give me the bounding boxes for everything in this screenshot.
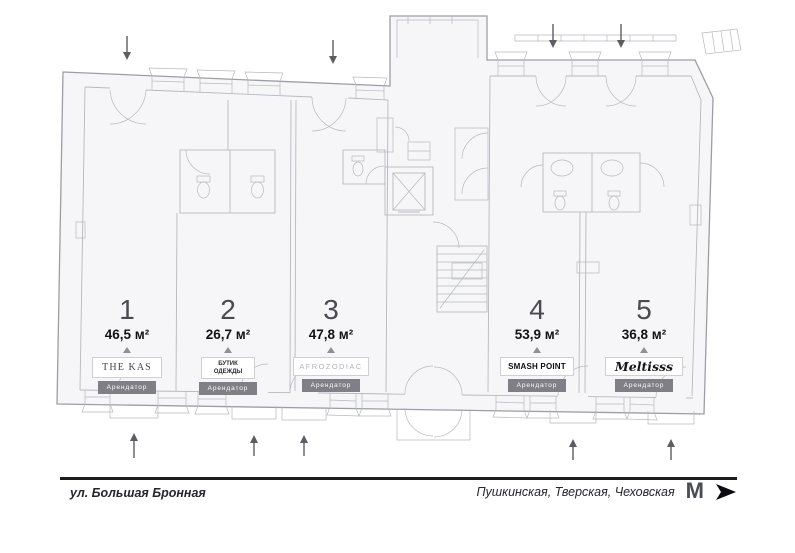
tenant-card[interactable]: SMASH POINT: [500, 357, 574, 376]
street-name: ул. Большая Бронная: [70, 486, 206, 500]
entrance-arrow-down: [329, 40, 337, 64]
tenant-badge: Арендатор: [507, 379, 567, 392]
unit-area: 53,9 м²: [514, 327, 560, 342]
unit-pointer-icon: [224, 347, 232, 353]
tenant-badge: Арендатор: [198, 382, 258, 396]
footer-divider: [60, 477, 737, 480]
unit-pointer-icon: [640, 347, 648, 353]
tenant-card[interactable]: AFROZODIAC: [293, 357, 369, 376]
entrance-arrow-up: [569, 439, 577, 460]
unit-number: 3: [323, 294, 339, 325]
entrance-arrow-down: [549, 24, 557, 48]
unit-number: 2: [220, 294, 236, 325]
metro-info: Пушкинская, Тверская, Чеховская М: [476, 477, 738, 503]
unit-hotspot-5[interactable]: 5 36,8 м² Meltisss Арендатор: [583, 295, 705, 392]
nav-arrow-icon[interactable]: [715, 482, 737, 502]
metro-icon: М: [685, 477, 704, 503]
exterior-stair: [701, 28, 742, 55]
unit-number: 4: [529, 294, 545, 325]
floor-plan-canvas: [56, 15, 742, 460]
unit-pointer-icon: [327, 347, 335, 353]
unit-hotspot-4[interactable]: 4 53,9 м² SMASH POINT Арендатор: [476, 295, 598, 392]
entrance-arrow-up: [130, 433, 138, 458]
entrance-arrow-down: [617, 24, 625, 48]
elevator-shaft: [384, 166, 434, 216]
unit-hotspot-1[interactable]: 1 46,5 м² THE KAS Арендатор: [66, 295, 188, 394]
unit-number: 5: [636, 294, 652, 325]
unit-area: 26,7 м²: [205, 327, 251, 342]
tenant-badge: Арендатор: [301, 379, 361, 392]
interior-walls: [75, 75, 702, 394]
unit-hotspot-2[interactable]: 2 26,7 м² БУТИК ОДЕЖДЫ Арендатор: [167, 294, 289, 396]
tenant-badge: Арендатор: [97, 381, 157, 394]
unit-pointer-icon: [533, 347, 541, 353]
entrance-arrow-down: [123, 36, 131, 60]
tenant-card[interactable]: THE KAS: [92, 357, 162, 378]
entrance-arrows: [123, 24, 675, 460]
staircase: [436, 245, 488, 313]
entrance-arrow-up: [250, 435, 258, 456]
windows: [81, 51, 695, 441]
metro-stations: Пушкинская, Тверская, Чеховская: [476, 485, 675, 499]
bathroom-fixtures: [196, 155, 624, 211]
unit-area: 36,8 м²: [621, 327, 667, 342]
unit-area: 46,5 м²: [104, 327, 150, 342]
balcony-railing: [514, 34, 677, 42]
unit-hotspot-3[interactable]: 3 47,8 м² AFROZODIAC Арендатор: [270, 295, 392, 392]
tenant-badge: Арендатор: [614, 379, 674, 392]
entrance-arrow-up: [667, 439, 675, 460]
tenant-card[interactable]: Meltisss: [604, 357, 684, 376]
tenant-card[interactable]: БУТИК ОДЕЖДЫ: [201, 357, 255, 380]
unit-area: 47,8 м²: [308, 327, 354, 342]
unit-pointer-icon: [123, 347, 131, 353]
entrance-arrow-up: [300, 435, 308, 456]
unit-number: 1: [119, 294, 135, 325]
